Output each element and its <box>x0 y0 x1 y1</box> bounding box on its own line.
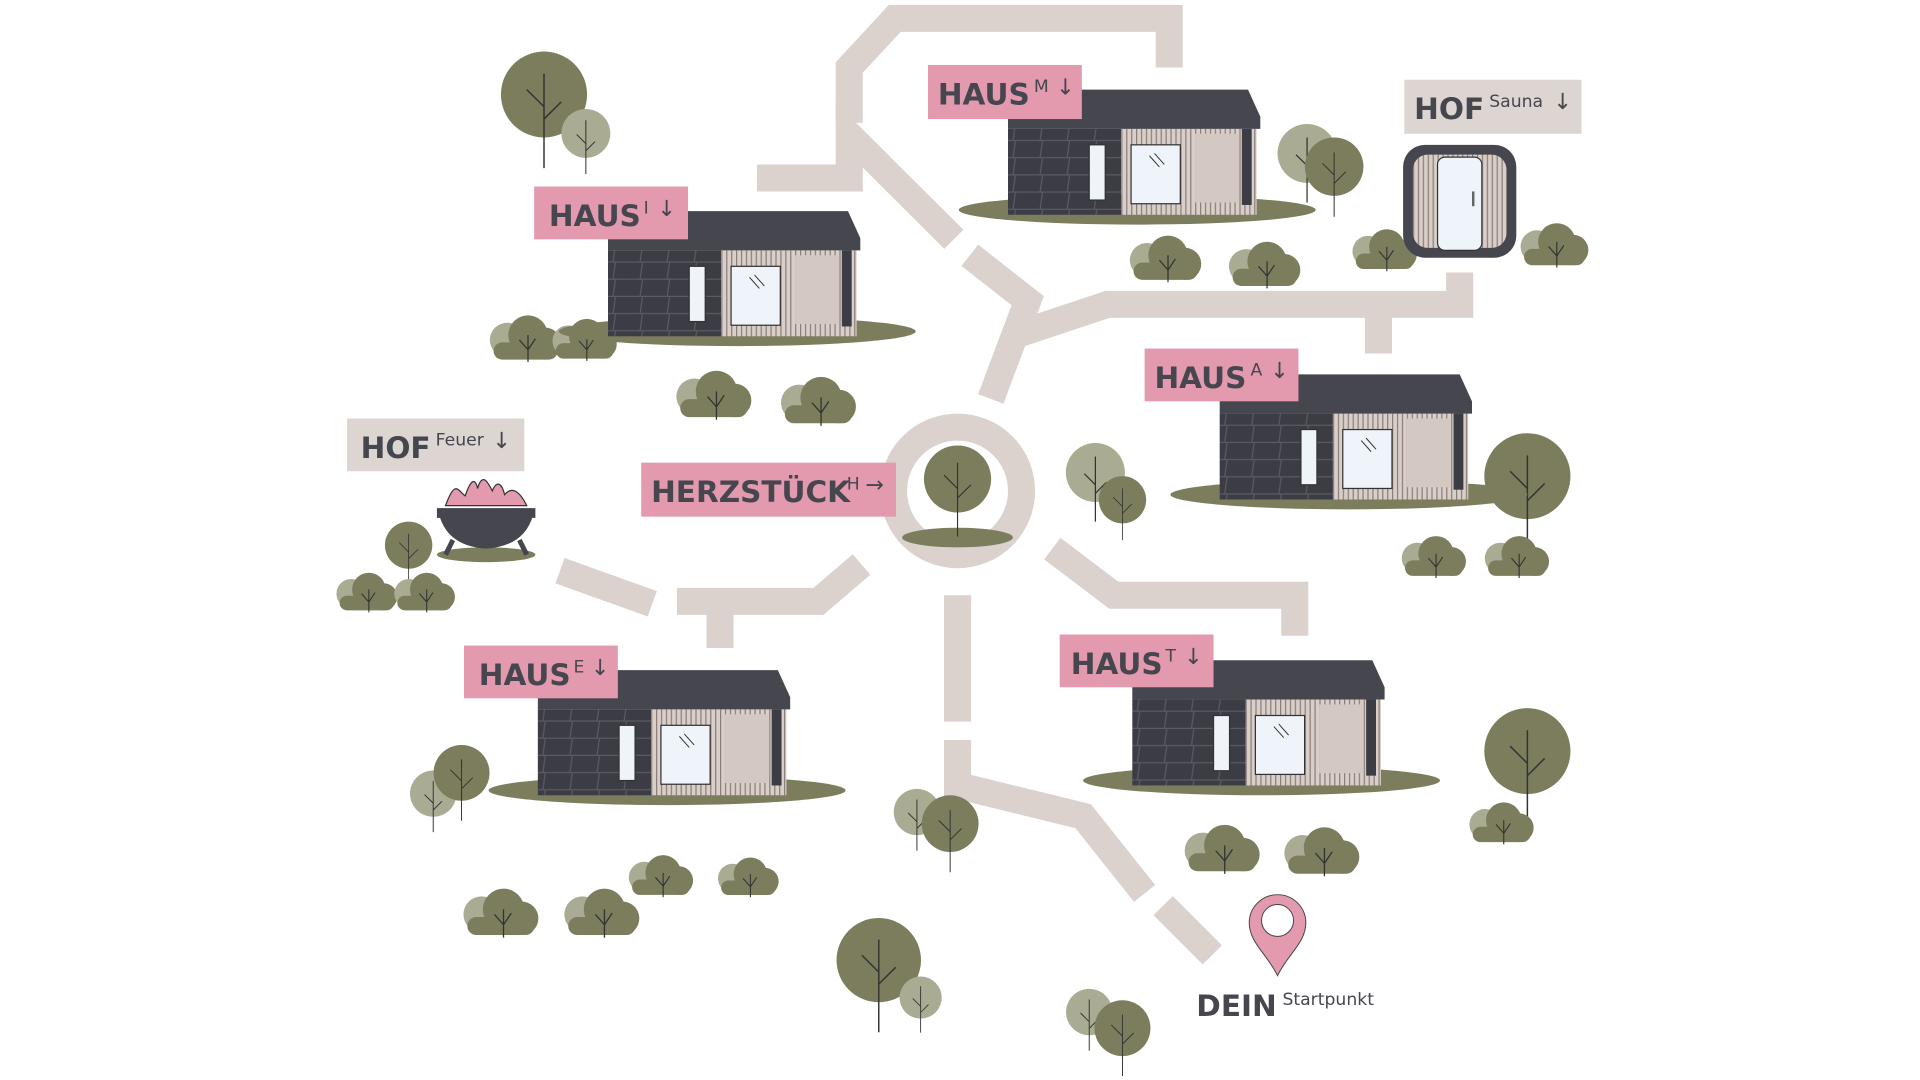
label-main: HAUS <box>1154 361 1246 395</box>
bush-icon <box>627 854 694 898</box>
bush-icon <box>563 887 641 939</box>
arrow-down-icon: ↓ <box>1184 644 1203 670</box>
label-main: HOF <box>1414 92 1484 126</box>
label-sup: E <box>574 658 585 678</box>
label-hof-sauna[interactable]: HOF Sauna ↓ <box>1404 79 1582 134</box>
label-hof-feuer[interactable]: HOF Feuer ↓ <box>347 418 525 472</box>
label-main: HAUS <box>479 658 571 692</box>
label-haus-e[interactable]: HAUS E ↓ <box>464 645 618 699</box>
label-main: HERZSTÜCK <box>651 473 851 509</box>
arrow-right-icon: → <box>865 472 884 498</box>
label-main: DEIN <box>1196 989 1276 1023</box>
bush-icon <box>1183 823 1261 875</box>
label-start[interactable]: DEIN Startpunkt <box>1196 989 1374 1023</box>
bush-icon <box>1468 801 1535 846</box>
bush-icon <box>489 314 562 363</box>
label-haus-i[interactable]: HAUS I ↓ <box>534 186 688 240</box>
label-sup: T <box>1165 647 1177 667</box>
tree-icon <box>835 917 922 1034</box>
label-sup: I <box>644 199 649 219</box>
bush-icon <box>1283 826 1361 878</box>
label-main: HAUS <box>1071 647 1163 681</box>
label-haus-t[interactable]: HAUS T ↓ <box>1059 634 1214 688</box>
bush-icon <box>1519 222 1590 269</box>
bush-icon <box>1400 535 1467 579</box>
label-sup: A <box>1250 361 1262 381</box>
fire-pit-icon <box>436 479 536 563</box>
arrow-down-icon: ↓ <box>1270 358 1289 384</box>
label-sup: H <box>847 475 860 495</box>
label-herzstueck[interactable]: HERZSTÜCK H → <box>641 462 896 517</box>
label-main: HOF <box>361 431 431 465</box>
label-haus-a[interactable]: HAUS A ↓ <box>1144 348 1299 402</box>
tree-icon <box>1304 136 1364 218</box>
arrow-down-icon: ↓ <box>1553 89 1572 115</box>
arrow-down-icon: ↓ <box>591 655 610 681</box>
bush-icon <box>675 369 753 421</box>
bush-icon <box>1228 240 1302 290</box>
tree-icon <box>560 108 611 175</box>
arrow-down-icon: ↓ <box>657 196 676 222</box>
bush-icon <box>1128 234 1203 284</box>
label-haus-m[interactable]: HAUS M ↓ <box>928 65 1082 120</box>
herzstueck-tree <box>902 444 1013 548</box>
bush-icon <box>462 887 540 939</box>
label-sup: Feuer <box>436 431 485 451</box>
arrow-down-icon: ↓ <box>1056 75 1075 101</box>
bush-icon <box>717 856 780 898</box>
tree-icon <box>1098 475 1147 541</box>
tree-icon <box>899 976 943 1034</box>
label-main: HAUS <box>938 77 1030 111</box>
tree-icon <box>1093 999 1151 1077</box>
bush-icon <box>1484 535 1550 579</box>
label-main: HAUS <box>549 199 641 233</box>
bush-icon <box>335 572 398 614</box>
label-sup: Startpunkt <box>1282 990 1374 1010</box>
tree-icon <box>921 794 980 873</box>
bush-icon <box>780 375 857 427</box>
label-sup: Sauna <box>1489 92 1543 112</box>
sauna-icon <box>1403 144 1517 258</box>
label-sup: M <box>1034 77 1049 97</box>
bush-icon <box>393 572 456 614</box>
location-pin-icon <box>1248 894 1307 977</box>
arrow-down-icon: ↓ <box>492 428 511 454</box>
